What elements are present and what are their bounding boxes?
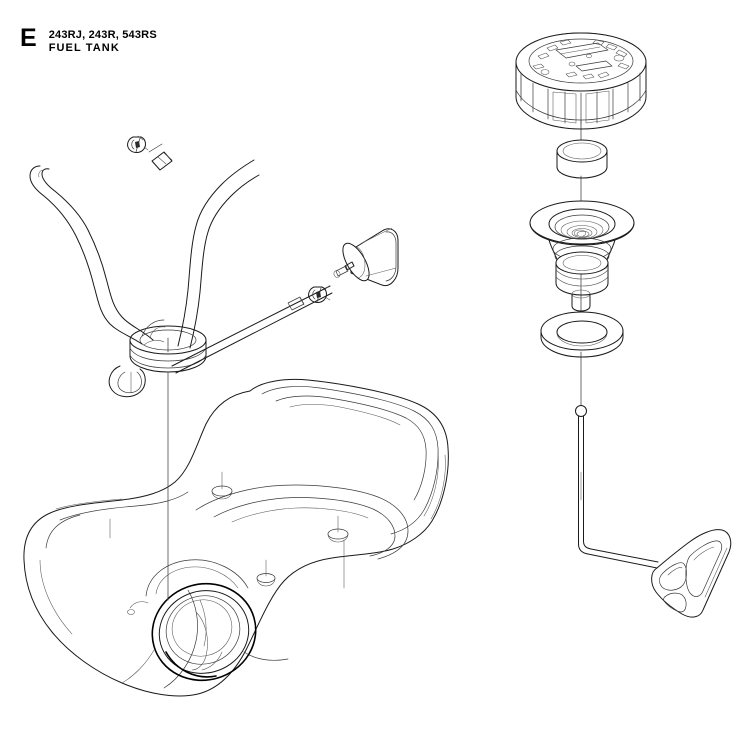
cap-gasket bbox=[556, 139, 608, 179]
retainer-clip bbox=[651, 529, 732, 618]
vent-hose bbox=[29, 165, 154, 345]
fuel-filter bbox=[333, 227, 399, 287]
model-list: 243RJ, 243R, 543RS bbox=[48, 29, 157, 41]
tank-mounting-holes bbox=[109, 471, 349, 589]
tank-grommet bbox=[108, 319, 207, 398]
hose-clamp-upper bbox=[127, 135, 149, 153]
filler-neck bbox=[529, 200, 635, 312]
filler-spiral-detail bbox=[566, 225, 598, 239]
page-title: FUEL TANK bbox=[48, 42, 120, 54]
cap-top-markings bbox=[532, 39, 630, 80]
sealing-washer bbox=[540, 311, 624, 358]
fuel-cap bbox=[515, 32, 647, 130]
hose-end-ferrule bbox=[151, 151, 173, 171]
tank-filler-opening bbox=[151, 582, 257, 682]
fuel-hose bbox=[127, 135, 260, 349]
cap-retainer bbox=[575, 405, 732, 618]
fuel-tank bbox=[23, 378, 449, 697]
hose-clamp-filter bbox=[308, 285, 331, 303]
pickup-hose bbox=[171, 285, 333, 374]
page-header: E 243RJ, 243R, 543RS FUEL TANK bbox=[20, 26, 157, 55]
header-text-block: 243RJ, 243R, 543RS FUEL TANK bbox=[49, 29, 157, 55]
section-letter: E bbox=[20, 24, 37, 52]
